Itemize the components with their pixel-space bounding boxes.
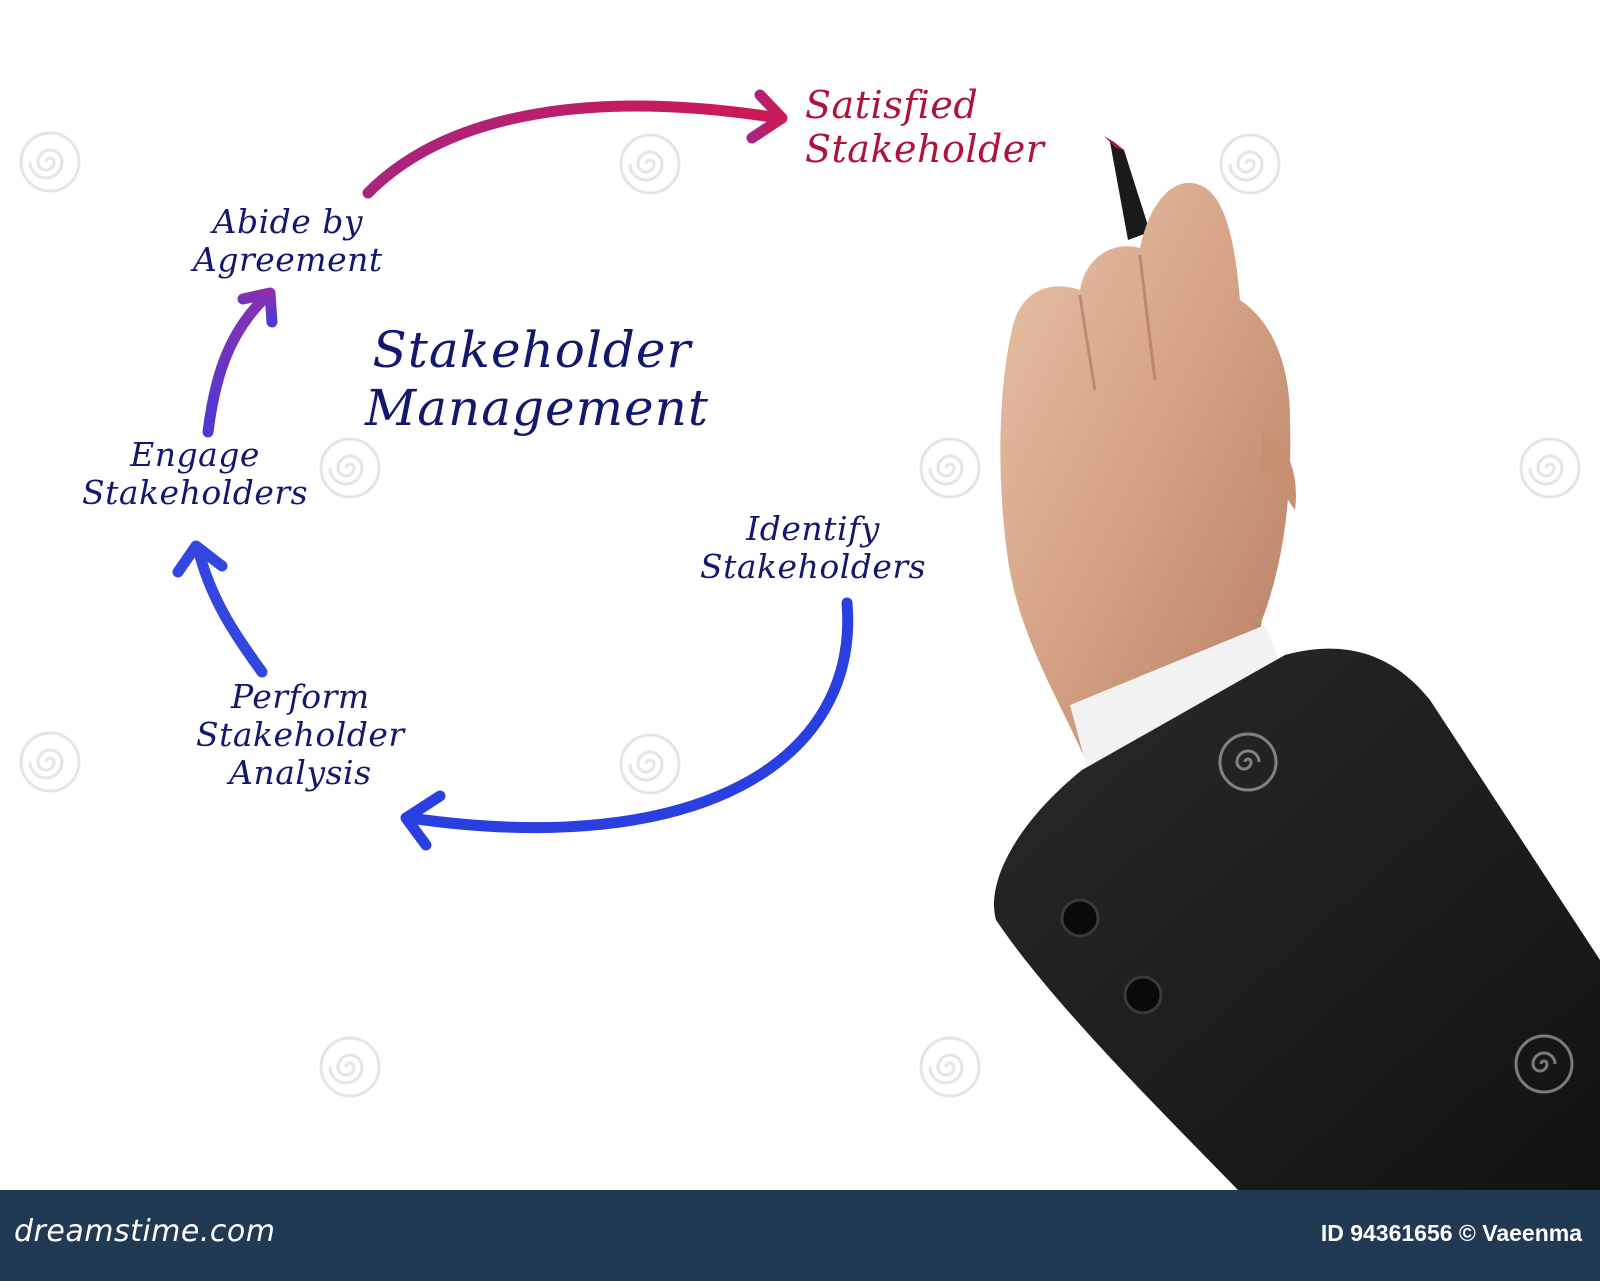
watermark-spiral-icon (619, 133, 681, 195)
arrow-engage-to-abide (202, 287, 278, 438)
watermark-spiral-icon (1519, 437, 1581, 499)
step-abide-line-2: Agreement (193, 239, 383, 279)
watermark-spiral-icon (19, 731, 81, 793)
watermark-spiral-icon (319, 1036, 381, 1098)
step-abide-line-1: Abide by (212, 202, 364, 241)
diagram-canvas: Stakeholder Management Identify Stakehol… (19, 83, 1600, 1190)
stock-footer-bar: dreamstime.com ID 94361656 © Vaeenma (0, 1190, 1600, 1281)
step-identify-stakeholders: Identify Stakeholders (700, 510, 926, 586)
title-line-2: Management (365, 378, 709, 437)
step-analysis-line-1: Perform (231, 677, 370, 716)
hand-with-marker-illustration (993, 136, 1600, 1190)
arrow-identify-to-analysis (400, 597, 854, 851)
step-abide-agreement: Abide by Agreement (193, 203, 383, 279)
step-analysis-line-3: Analysis (229, 752, 372, 792)
title-line-1: Stakeholder (372, 321, 692, 379)
diagram-title: Stakeholder Management (355, 321, 709, 437)
arrow-abide-to-satisfied (362, 89, 788, 199)
watermark-spiral-icon (319, 437, 381, 499)
watermark-spiral-icon (619, 733, 681, 795)
step-satisfied-line-2: Stakeholder (805, 126, 1045, 171)
watermark-spiral-icon (919, 1036, 981, 1098)
watermark-spiral-icon (19, 131, 81, 193)
footer-brand-text: dreamstime.com (14, 1214, 276, 1249)
step-analysis-line-2: Stakeholder (196, 714, 405, 754)
watermark-spiral-icon (1218, 732, 1574, 1094)
suit-sleeve-shape (993, 648, 1600, 1190)
cycle-arrows (172, 89, 854, 851)
step-satisfied-line-1: Satisfied (805, 83, 979, 127)
sleeve-button-icon (1123, 975, 1163, 1015)
step-perform-analysis: Perform Stakeholder Analysis (196, 678, 405, 792)
footer-image-id-credit: ID 94361656 © Vaeenma (1320, 1220, 1582, 1246)
step-engage-stakeholders: Engage Stakeholders (82, 436, 308, 512)
watermark-spiral-icon (919, 437, 981, 499)
step-identify-line-2: Stakeholders (700, 546, 927, 586)
watermark-spiral-icon (1219, 133, 1281, 195)
step-engage-line-1: Engage (130, 435, 260, 474)
sleeve-button-icon (1060, 898, 1100, 938)
hand-shape (1000, 182, 1291, 770)
step-engage-line-2: Stakeholders (82, 472, 309, 512)
arrow-analysis-to-engage (172, 540, 268, 678)
marker-pen-icon (1104, 136, 1150, 240)
step-identify-line-1: Identify (746, 509, 880, 548)
step-satisfied-stakeholder: Satisfied Stakeholder (805, 83, 1045, 171)
thumb-shape (1262, 430, 1296, 510)
shirt-cuff-shape (1070, 625, 1290, 780)
